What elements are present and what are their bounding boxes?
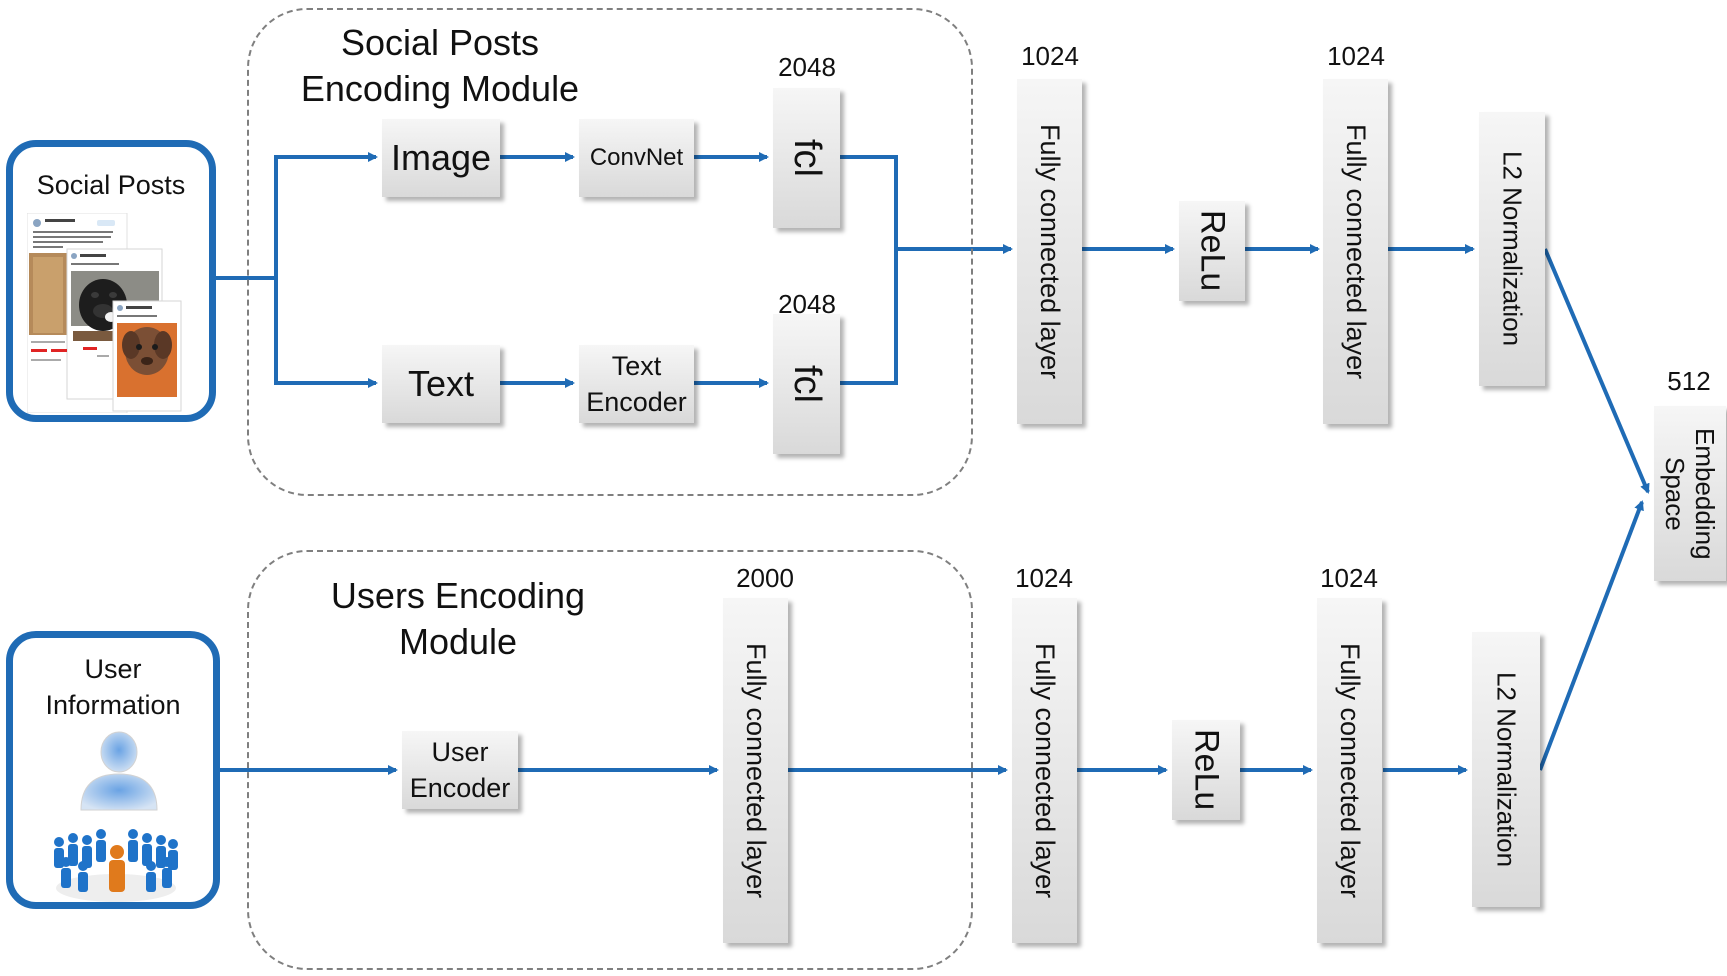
user-info-input: User Information xyxy=(6,631,220,909)
fcl-text-block: fcl xyxy=(773,314,840,454)
user-encoder-block: User Encoder xyxy=(402,731,518,809)
text-block-label: Text xyxy=(407,363,475,404)
image-block: Image xyxy=(382,119,500,197)
user-encoder-label: User Encoder xyxy=(409,737,511,803)
convnet-block: ConvNet xyxy=(579,119,694,197)
embedding-size: 512 xyxy=(1667,366,1711,396)
relu-user-block: ReLu xyxy=(1172,720,1240,820)
relu-social-block: ReLu xyxy=(1179,201,1245,301)
social-posts-module-title: Social Posts Encoding Module xyxy=(300,22,580,109)
fc2-user-label: Fully connected layer xyxy=(1335,642,1365,899)
fc2-social-label: Fully connected layer xyxy=(1341,123,1371,380)
tweet-screenshot-icon xyxy=(27,213,182,413)
embedding-space-label: Embedding Space xyxy=(1660,427,1720,560)
embedding-space-block: Embedding Space xyxy=(1654,406,1726,581)
fc2-user-block: Fully connected layer xyxy=(1317,598,1382,943)
fc0-user-label: Fully connected layer xyxy=(741,642,771,899)
arrow-split-to-image xyxy=(274,152,378,278)
fcl-image-size: 2048 xyxy=(778,52,836,82)
image-block-label: Image xyxy=(390,137,492,178)
fc2-user-size: 1024 xyxy=(1320,563,1378,593)
social-posts-input: Social Posts xyxy=(6,140,216,422)
l2-social-block: L2 Normalization xyxy=(1479,112,1545,386)
user-info-input-title: User Information xyxy=(45,654,181,720)
arrow-fcls-merge xyxy=(840,155,898,385)
text-block: Text xyxy=(382,345,500,423)
relu-user-label: ReLu xyxy=(1187,729,1226,811)
arrow-l2-user-to-embedding xyxy=(1538,500,1644,771)
fc2-social-size: 1024 xyxy=(1327,41,1385,71)
fc1-user-label: Fully connected layer xyxy=(1030,642,1060,899)
relu-social-label: ReLu xyxy=(1193,210,1232,292)
fcl-text-label: fcl xyxy=(786,365,828,403)
fc1-social-label: Fully connected layer xyxy=(1035,123,1065,380)
l2-user-label: L2 Normalization xyxy=(1491,671,1522,868)
users-module xyxy=(247,550,973,970)
fcl-image-label: fcl xyxy=(786,139,828,177)
fc0-user-block: Fully connected layer xyxy=(723,598,788,943)
fcl-image-block: fcl xyxy=(773,88,840,228)
users-module-title: Users Encoding Module xyxy=(330,575,586,662)
l2-social-label: L2 Normalization xyxy=(1497,151,1528,347)
fc1-user-block: Fully connected layer xyxy=(1012,598,1077,943)
arrow-split-to-text xyxy=(274,278,378,388)
fc1-social-block: Fully connected layer xyxy=(1017,79,1082,424)
text-encoder-block: Text Encoder xyxy=(579,345,694,423)
fc1-social-size: 1024 xyxy=(1021,41,1079,71)
convnet-block-label: ConvNet xyxy=(589,144,684,171)
fc2-social-block: Fully connected layer xyxy=(1323,79,1388,424)
user-crowd-icon xyxy=(54,731,178,902)
arrow-l2-to-embedding xyxy=(1543,248,1650,494)
l2-user-block: L2 Normalization xyxy=(1472,632,1540,907)
text-encoder-block-label: Text Encoder xyxy=(586,351,687,417)
social-posts-module xyxy=(247,8,973,496)
fc0-user-size: 2000 xyxy=(736,563,794,593)
social-posts-input-title: Social Posts xyxy=(36,170,186,200)
fc1-user-size: 1024 xyxy=(1015,563,1073,593)
